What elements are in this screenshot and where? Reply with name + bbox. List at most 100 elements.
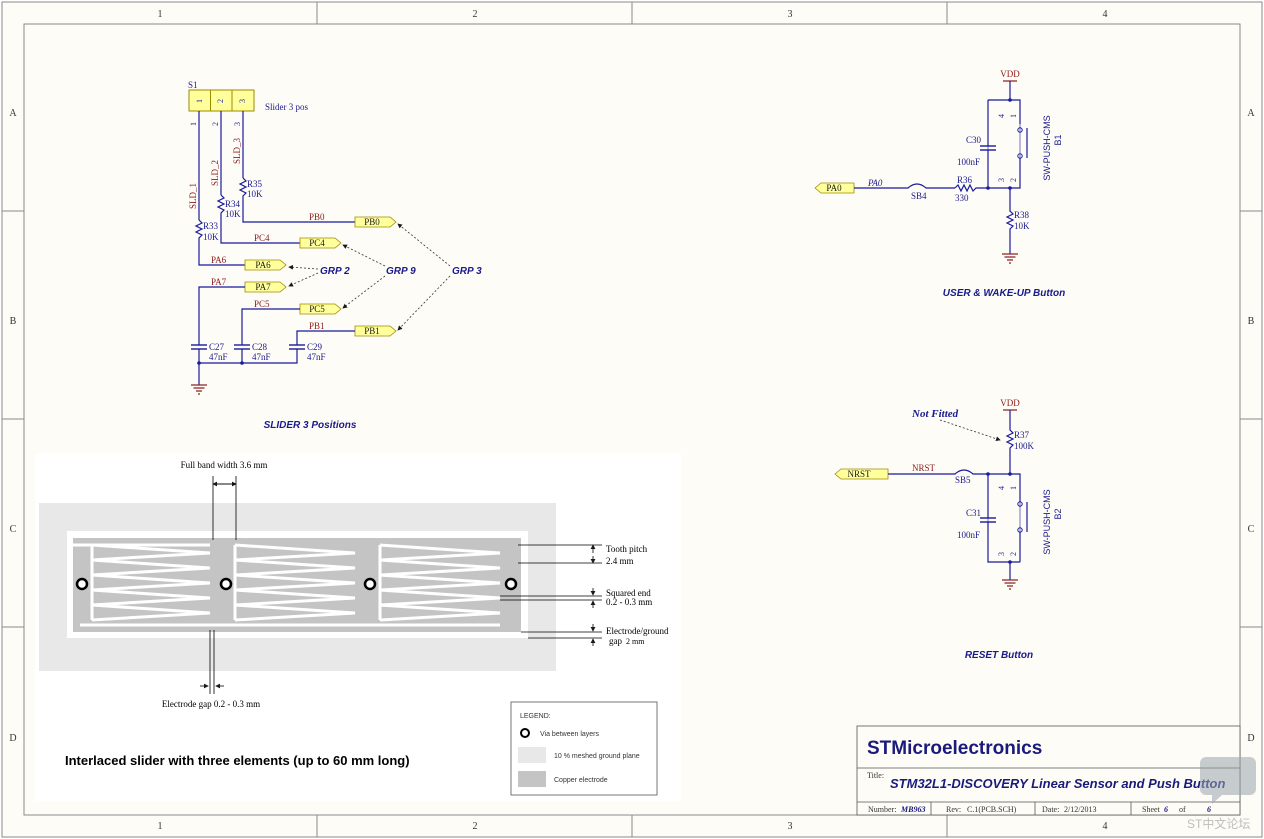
slider-ref: S1: [188, 80, 198, 90]
r34-value: 10K: [225, 209, 241, 219]
r37-ref: R37: [1014, 430, 1030, 440]
electrode-gap-label: Electrode gap 0.2 - 0.3 mm: [162, 699, 260, 709]
pa0-net: PA0: [867, 178, 883, 188]
col-label-bottom-2: 2: [473, 821, 478, 832]
svg-text:PC5: PC5: [309, 304, 325, 314]
legend-copper: Copper electrode: [554, 777, 608, 784]
svg-text:PA0: PA0: [826, 183, 842, 193]
legend-via: Via between layers: [540, 731, 600, 738]
slider-pin-1: 1: [195, 99, 204, 103]
r34-ref: R34: [225, 199, 241, 209]
reset-vdd: VDD: [1000, 398, 1020, 408]
svg-text:PA6: PA6: [255, 260, 271, 270]
group-label-9: GRP 9: [386, 266, 416, 277]
r35-value: 10K: [247, 189, 263, 199]
date-value: 2/12/2013: [1064, 805, 1096, 814]
col-label-top-3: 3: [788, 9, 793, 20]
port-pa7: PA7: [244, 281, 287, 293]
sb5-label: SB5: [955, 475, 971, 485]
port-pa6: PA6: [244, 259, 287, 271]
squared-end-value: 0.2 - 0.3 mm: [606, 597, 652, 607]
sheet-value: 6: [1164, 805, 1168, 814]
b1-pin-4: 4: [997, 114, 1006, 118]
b2-pin-3: 3: [997, 552, 1006, 556]
row-label-left-c: C: [10, 524, 17, 535]
c31-ref: C31: [966, 508, 981, 518]
b2-pin-1: 1: [1009, 486, 1018, 490]
row-label-right-c: C: [1248, 524, 1255, 535]
slider-wire-pin-1: 1: [189, 122, 198, 126]
col-label-bottom-4: 4: [1103, 821, 1108, 832]
rev-value: C.1(PCB.SCH): [967, 805, 1017, 814]
row-label-right-a: A: [1247, 108, 1255, 119]
c29-ref: C29: [307, 342, 323, 352]
rev-label: Rev:: [946, 805, 961, 814]
c27-value: 47nF: [209, 352, 228, 362]
company-name: STMicroelectronics: [867, 738, 1042, 759]
port-pa0: PA0: [814, 182, 855, 194]
of-label: of: [1179, 805, 1186, 814]
label-pb1: PB1: [309, 321, 325, 331]
slider-section-title: SLIDER 3 Positions: [264, 420, 357, 431]
svg-text:PB0: PB0: [364, 217, 380, 227]
b1-pin-2: 2: [1009, 178, 1018, 182]
ground-gap-label: Electrode/ground: [606, 626, 669, 636]
group-label-3: GRP 3: [452, 266, 482, 277]
c30-ref: C30: [966, 135, 982, 145]
b1-pin-1: 1: [1009, 114, 1018, 118]
r36-value: 330: [955, 193, 969, 203]
b2-pin-2: 2: [1009, 552, 1018, 556]
port-pb1: PB1: [354, 325, 397, 337]
svg-text:PC4: PC4: [309, 238, 325, 248]
sheet-label: Sheet: [1142, 805, 1161, 814]
c28-ref: C28: [252, 342, 268, 352]
chat-bubble-icon: [1200, 757, 1256, 804]
r35-ref: R35: [247, 179, 263, 189]
not-fitted-note: Not Fitted: [911, 408, 959, 420]
slider-wire-pin-3: 3: [233, 122, 242, 126]
c31-value: 100nF: [957, 530, 980, 540]
b1-switch-ref: B1: [1053, 134, 1063, 145]
label-pc4: PC4: [254, 233, 270, 243]
row-label-right-d: D: [1247, 733, 1254, 744]
ground-gap-value: gap: [609, 636, 622, 646]
net-sld2: SLD_2: [210, 160, 220, 186]
user-button-title: USER & WAKE-UP Button: [943, 288, 1065, 299]
row-label-left-a: A: [9, 108, 17, 119]
b2-pin-4: 4: [997, 486, 1006, 490]
legend-title: LEGEND:: [520, 713, 551, 720]
legend-ground: 10 % meshed ground plane: [554, 753, 640, 760]
tooth-pitch-value: 2.4 mm: [606, 556, 634, 566]
row-label-right-b: B: [1248, 316, 1255, 327]
r38-value: 10K: [1014, 221, 1030, 231]
r36-ref: R36: [957, 175, 973, 185]
c27-ref: C27: [209, 342, 225, 352]
col-label-bottom-3: 3: [788, 821, 793, 832]
number-value: MB963: [900, 805, 925, 814]
b2-switch-ref: B2: [1053, 508, 1063, 519]
slider-part-value: Slider 3 pos: [265, 102, 308, 112]
col-label-top-1: 1: [158, 9, 163, 20]
reset-button-title: RESET Button: [965, 650, 1033, 661]
label-pc5: PC5: [254, 299, 270, 309]
reset-button-section: Not Fitted VDD R37 100K NRST NRST SB5: [834, 398, 1063, 661]
slider-pin-3: 3: [238, 99, 247, 103]
r38-ref: R38: [1014, 210, 1030, 220]
via-icons: [75, 577, 518, 591]
c30-value: 100nF: [957, 157, 980, 167]
group-label-2: GRP 2: [320, 266, 350, 277]
port-pb0: PB0: [354, 216, 397, 228]
copper-swatch: [518, 771, 546, 787]
slider-pin-2: 2: [216, 99, 225, 103]
title-block: STMicroelectronics Title: STM32L1-DISCOV…: [856, 725, 1241, 816]
tooth-pitch-label: Tooth pitch: [606, 544, 648, 554]
full-band-width-label: Full band width 3.6 mm: [181, 460, 268, 470]
legend: LEGEND: Via between layers 10 % meshed g…: [510, 701, 658, 796]
nrst-net: NRST: [912, 463, 936, 473]
slider-wire-pin-2: 2: [211, 122, 220, 126]
of-value: 6: [1207, 805, 1211, 814]
label-pb0: PB0: [309, 212, 325, 222]
ground-gap-unit: 2 mm: [626, 637, 645, 646]
svg-text:PA7: PA7: [255, 282, 271, 292]
